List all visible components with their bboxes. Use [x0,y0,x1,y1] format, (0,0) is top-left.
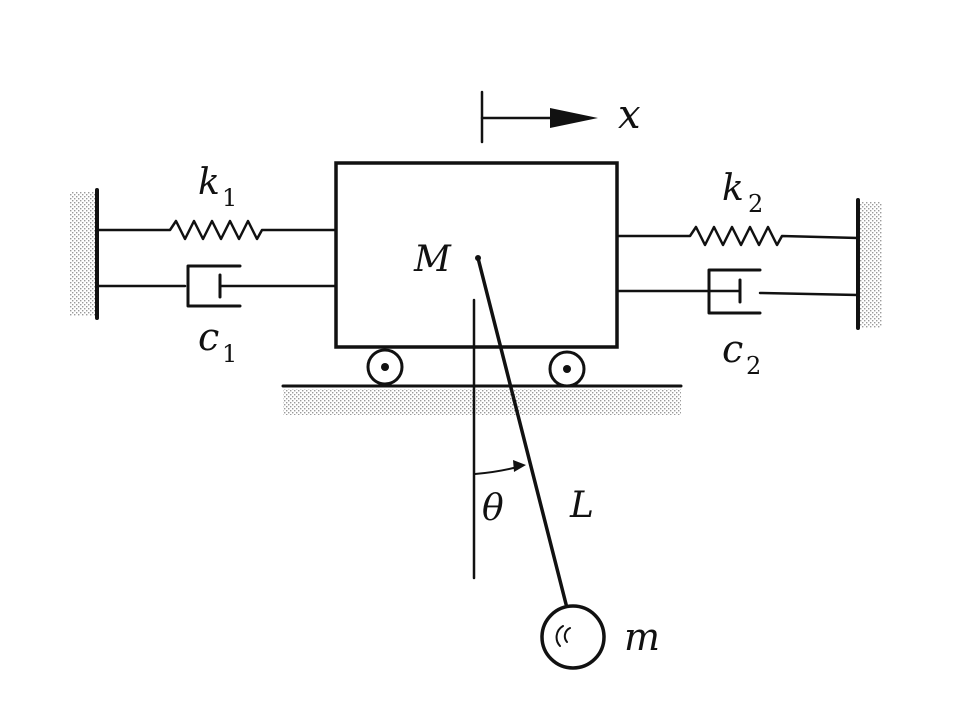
label-theta: θ [482,488,504,529]
spring-left [95,219,338,241]
label-c2-sub: 2 [746,352,761,380]
angle-arc [474,460,526,475]
label-k2-sub: 2 [748,190,763,218]
label-k1-sub: 1 [222,184,237,212]
label-k1: k 1 [198,162,237,212]
label-M: M [413,239,452,280]
label-k2-main: k [722,168,744,209]
pivot-point [475,255,481,261]
left-wall [70,188,99,320]
label-c1-main: c [198,315,219,359]
displacement-arrow [480,90,598,144]
label-c1-sub: 1 [222,340,237,368]
right-wall [856,198,882,330]
label-c2-main: c [722,327,743,371]
label-c2: c 2 [722,327,761,380]
ground [281,384,683,415]
pendulum-rod [476,256,569,610]
label-k2: k 2 [722,168,763,218]
label-k1-main: k [198,162,220,203]
label-x: x [618,92,641,138]
spring-right [615,225,860,247]
cart [334,161,619,349]
label-m: m [624,615,660,659]
damper-left [95,264,338,308]
label-c1: c 1 [198,315,237,368]
damper-right [615,268,860,315]
wheel-right [548,350,586,388]
label-L: L [569,485,594,526]
pendulum-bob [540,604,606,670]
wheel-left [366,348,404,386]
